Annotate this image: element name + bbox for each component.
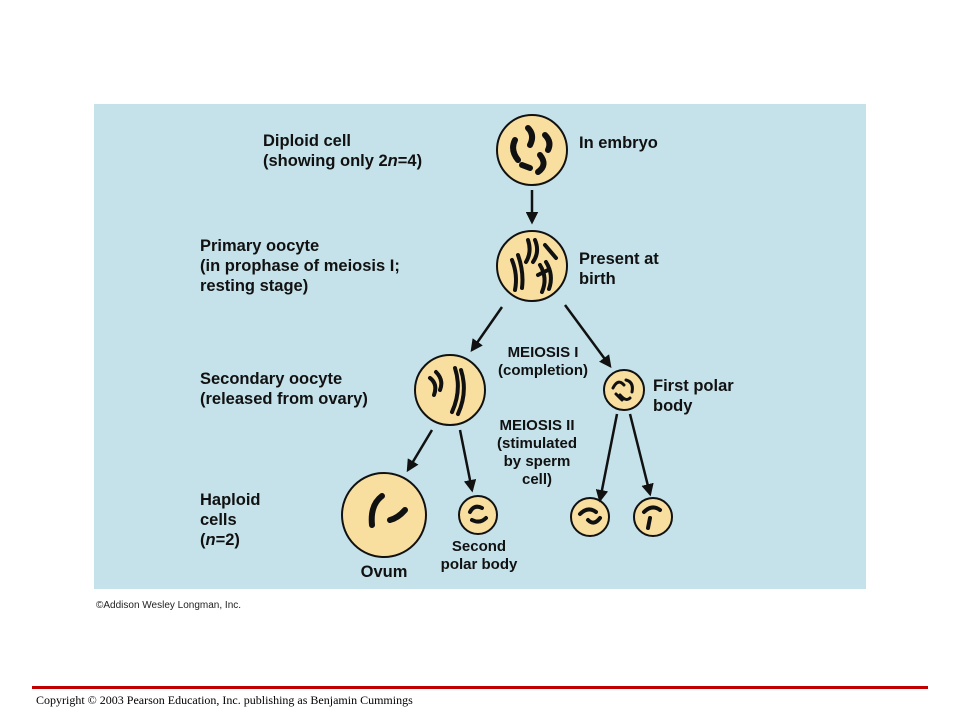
polar-body-daughter-right bbox=[633, 497, 673, 537]
diploid-label-line2: (showing only 2n=4) bbox=[263, 152, 423, 170]
primary-oocyte-cell bbox=[496, 230, 568, 302]
arrow-first-polar-to-right bbox=[628, 413, 654, 497]
haploid-label: Haploid cells (n=2) bbox=[200, 491, 261, 549]
chromosomes bbox=[510, 238, 558, 294]
present-at-birth-label: Present at birth bbox=[579, 250, 659, 288]
polar-body-daughter-left bbox=[570, 497, 610, 537]
meiosis-2-label: MEIOSIS II (stimulated by sperm cell) bbox=[496, 417, 577, 488]
arrow-first-polar-to-left bbox=[595, 413, 619, 503]
footer-rule bbox=[32, 686, 928, 689]
chromosomes bbox=[510, 125, 553, 175]
chromosomes bbox=[468, 504, 488, 524]
embryo-label: In embryo bbox=[579, 134, 658, 152]
second-polar-body-label: Second polar body bbox=[440, 538, 518, 573]
diploid-label: Diploid cell (showing only 2n=4) bbox=[263, 131, 422, 171]
image-credit: ©Addison Wesley Longman, Inc. bbox=[96, 600, 242, 611]
chromosomes bbox=[642, 505, 662, 530]
secondary-oocyte-cell bbox=[414, 354, 486, 426]
arrow-secondary-to-second-polar bbox=[458, 429, 477, 493]
primary-oocyte-label: Primary oocyte (in prophase of meiosis I… bbox=[200, 237, 400, 295]
diploid-cell bbox=[496, 114, 568, 186]
diploid-label-line1: Diploid cell bbox=[263, 132, 352, 150]
chromosomes bbox=[368, 493, 408, 528]
second-polar-body-cell bbox=[458, 495, 498, 535]
chromosomes bbox=[578, 507, 602, 525]
chromosomes bbox=[428, 366, 466, 416]
copyright-text: Copyright © 2003 Pearson Education, Inc.… bbox=[36, 693, 413, 707]
arrow-secondary-to-ovum bbox=[406, 429, 434, 473]
ovum-cell bbox=[341, 472, 427, 558]
meiosis-1-label: MEIOSIS I (completion) bbox=[498, 344, 588, 379]
chromosomes bbox=[611, 378, 634, 402]
arrow-primary-to-first-polar bbox=[563, 304, 612, 369]
first-polar-body-cell bbox=[603, 369, 645, 411]
secondary-oocyte-label: Secondary oocyte (released from ovary) bbox=[200, 370, 368, 408]
ovum-label: Ovum bbox=[360, 563, 408, 581]
arrow-primary-to-secondary bbox=[470, 306, 504, 353]
first-polar-body-label: First polar body bbox=[653, 377, 734, 415]
